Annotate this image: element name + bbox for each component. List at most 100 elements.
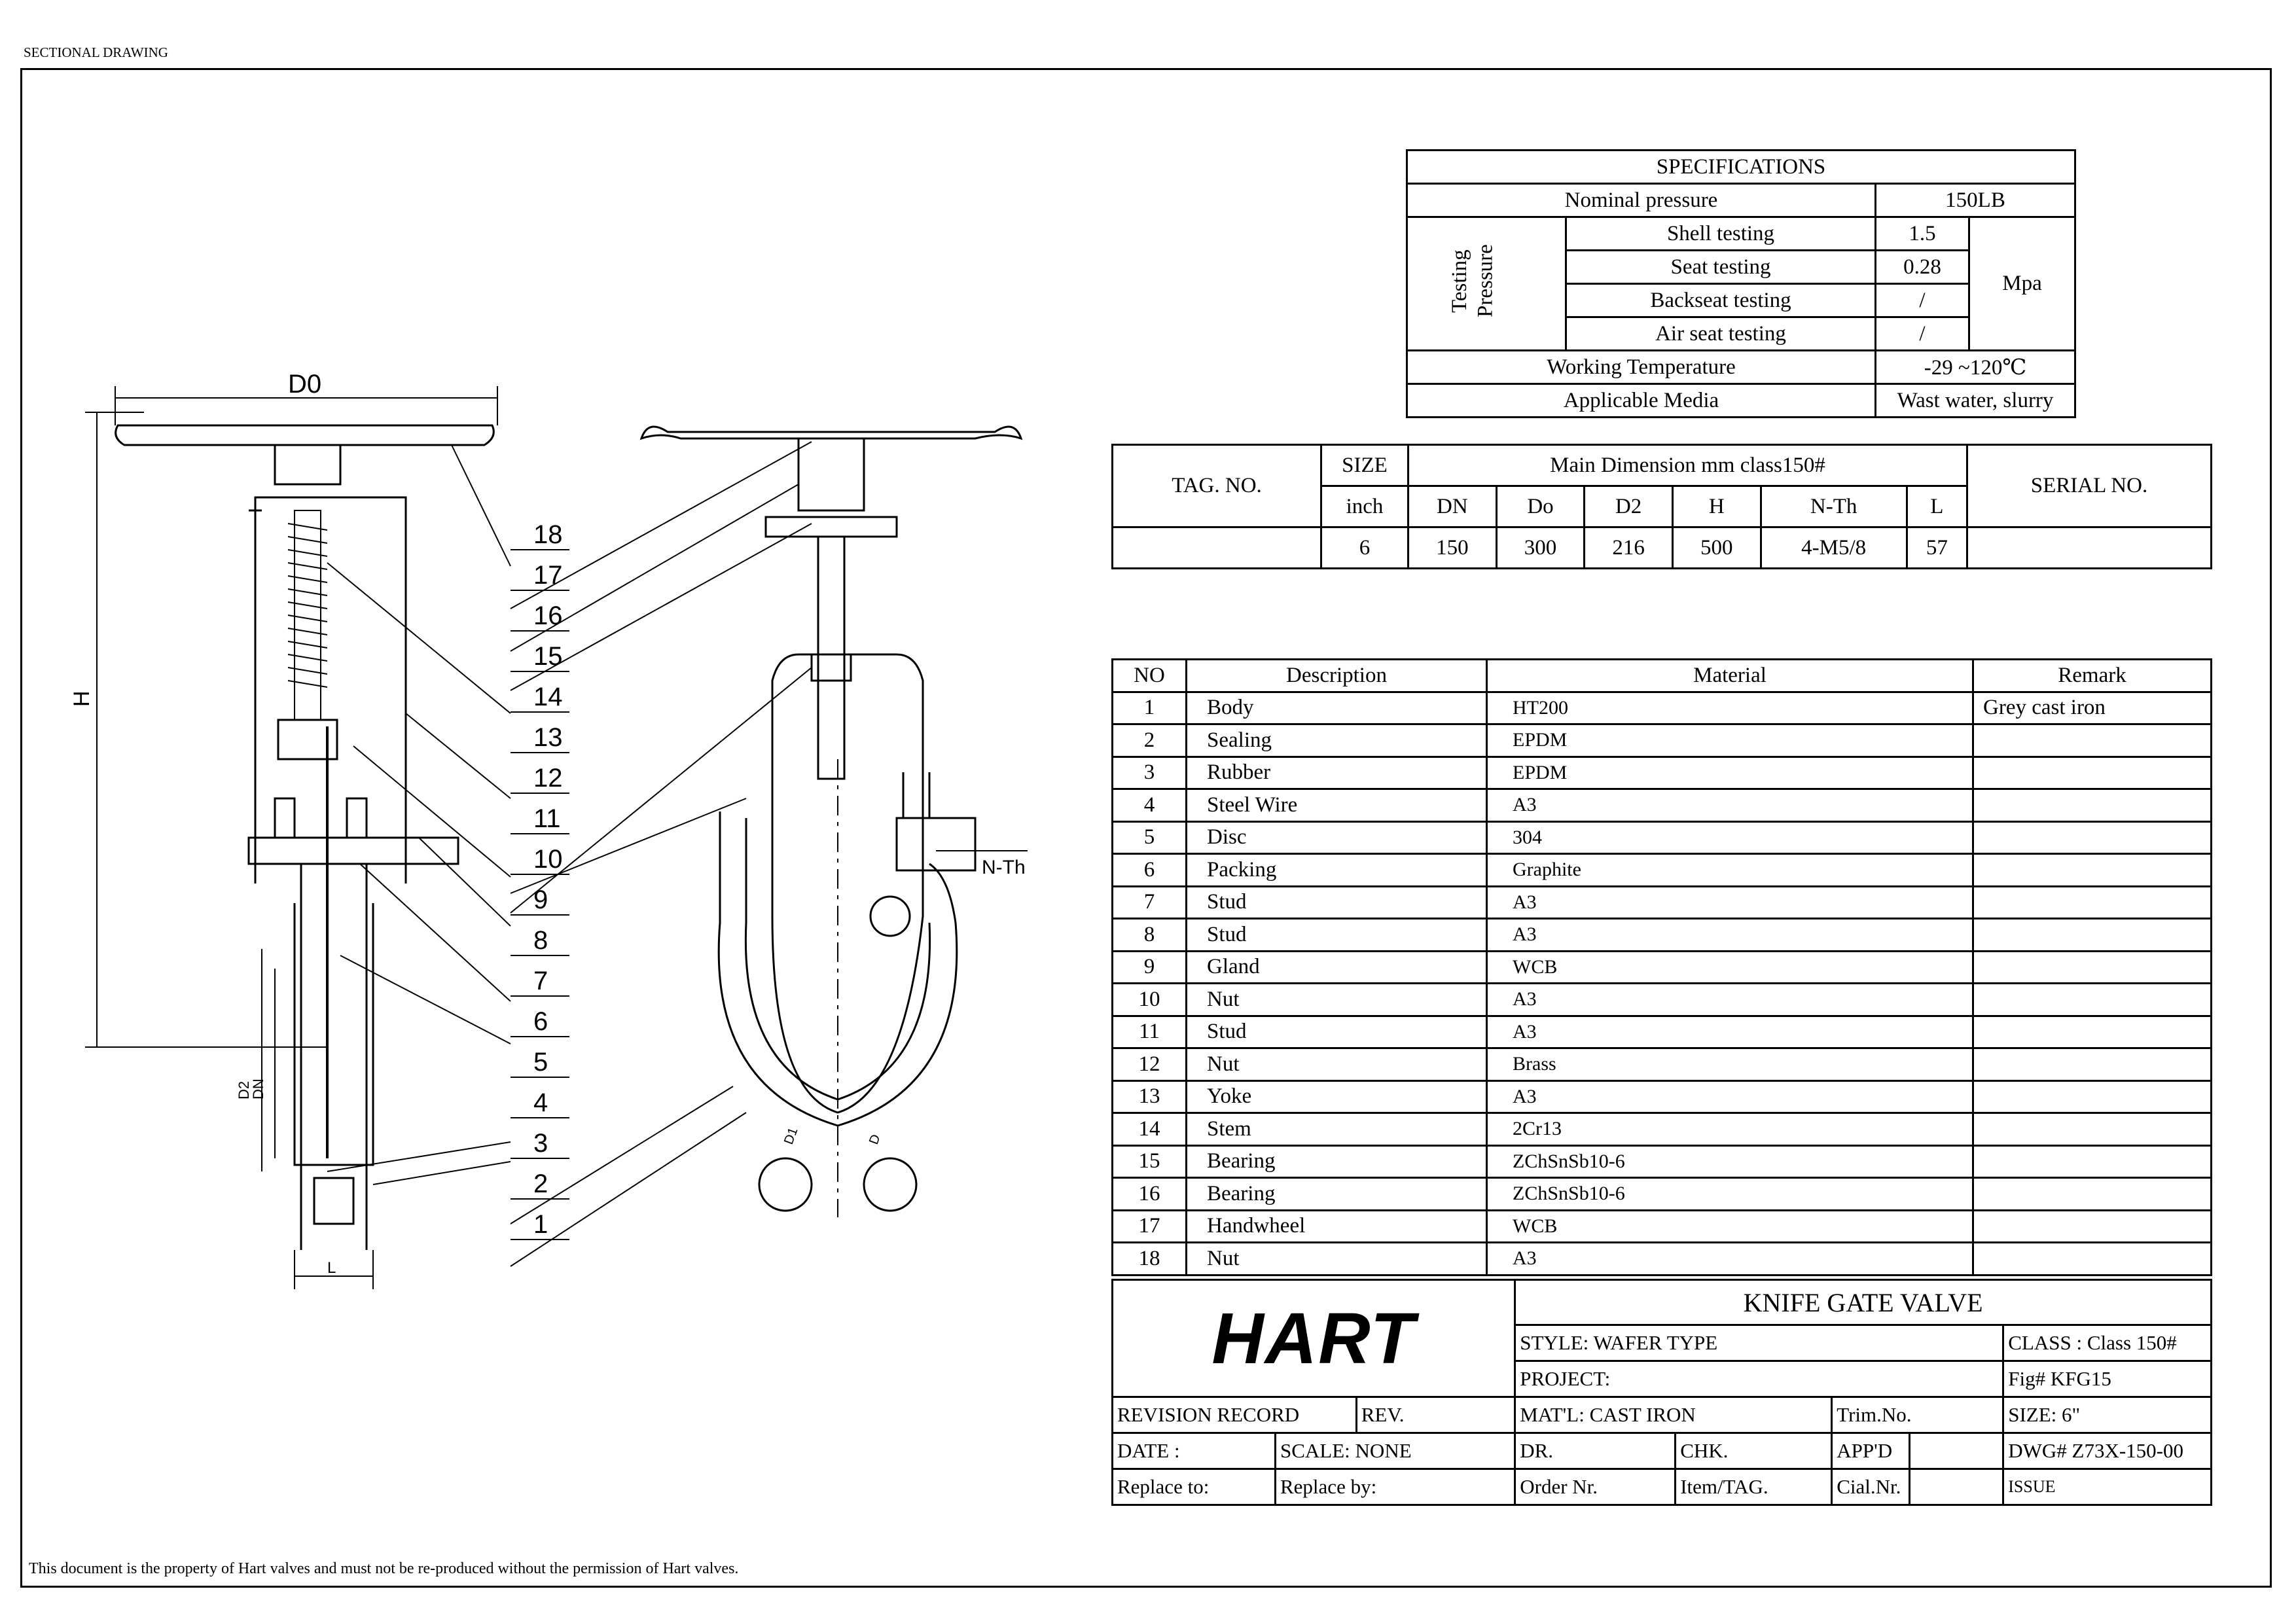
cial-nr-field: Cial.Nr. — [1831, 1468, 1911, 1506]
do-header: Do — [1495, 485, 1586, 528]
bom-no: 18 — [1111, 1241, 1187, 1276]
spec-title: SPECIFICATIONS — [1406, 149, 2076, 185]
balloon-10: 10 — [533, 845, 563, 874]
balloon-12: 12 — [533, 764, 563, 793]
tag-no-header: TAG. NO. — [1111, 444, 1322, 528]
balloon-4: 4 — [533, 1088, 548, 1117]
bom-header-no: NO — [1111, 658, 1187, 693]
bom-no: 10 — [1111, 982, 1187, 1017]
testing-pressure-label: Testing Pressure — [1448, 244, 1498, 317]
bom-no: 8 — [1111, 918, 1187, 952]
balloon-9: 9 — [533, 885, 548, 914]
style-field: STYLE: WAFER TYPE — [1514, 1324, 2005, 1362]
working-temp-value: -29 ~120℃ — [1874, 349, 2076, 385]
bom-remark — [1972, 1241, 2212, 1276]
bom-remark — [1972, 820, 2212, 855]
size-header: SIZE — [1320, 444, 1409, 487]
issue-field: ISSUE — [2002, 1468, 2212, 1506]
fig-field: Fig# KFG15 — [2002, 1360, 2212, 1398]
drawing-frame — [20, 68, 2272, 1588]
dwg-field: DWG# Z73X-150-00 — [2002, 1432, 2212, 1470]
bom-description: Stud — [1185, 918, 1488, 952]
air-seat-testing-label: Air seat testing — [1565, 316, 1876, 351]
bom-no: 9 — [1111, 950, 1187, 984]
d2-header: D2 — [1583, 485, 1674, 528]
bom-material: A3 — [1486, 1241, 1974, 1276]
bom-description: Steel Wire — [1185, 788, 1488, 823]
air-seat-testing-value: / — [1874, 316, 1970, 351]
bom-material: Graphite — [1486, 853, 1974, 887]
bom-remark — [1972, 1209, 2212, 1243]
dim-d-label: D — [867, 1133, 884, 1147]
bom-description: Nut — [1185, 982, 1488, 1017]
bom-description: Rubber — [1185, 755, 1488, 790]
bom-header-remark: Remark — [1972, 658, 2212, 693]
replace-to-field: Replace to: — [1111, 1468, 1276, 1506]
bom-description: Packing — [1185, 853, 1488, 887]
dr-field: DR. — [1514, 1432, 1677, 1470]
bom-description: Disc — [1185, 820, 1488, 855]
bom-material: WCB — [1486, 950, 1974, 984]
bom-remark — [1972, 1112, 2212, 1147]
scale-field: SCALE: NONE — [1274, 1432, 1516, 1470]
bom-no: 13 — [1111, 1079, 1187, 1114]
d2-value: 216 — [1583, 526, 1674, 569]
testing-pressure-cell: Testing Pressure — [1406, 216, 1567, 351]
dn-value: 150 — [1407, 526, 1498, 569]
bom-description: Stem — [1185, 1112, 1488, 1147]
class-field: CLASS : Class 150# — [2002, 1324, 2212, 1362]
dim-d1-label: D1 — [781, 1126, 800, 1147]
bom-material: EPDM — [1486, 755, 1974, 790]
working-temp-label: Working Temperature — [1406, 349, 1876, 385]
bom-material: A3 — [1486, 788, 1974, 823]
bom-material: WCB — [1486, 1209, 1974, 1243]
bom-header-description: Description — [1185, 658, 1488, 693]
cial-nr-value — [1909, 1468, 2005, 1506]
bom-no: 15 — [1111, 1144, 1187, 1179]
drawing-type-label: SECTIONAL DRAWING — [24, 45, 168, 60]
handwheel-left — [115, 424, 495, 446]
title-block: HART KNIFE GATE VALVE STYLE: WAFER TYPE … — [1111, 1279, 2212, 1506]
balloon-3: 3 — [533, 1129, 548, 1158]
bom-material: A3 — [1486, 918, 1974, 952]
bom-remark — [1972, 853, 2212, 887]
bom-remark — [1972, 950, 2212, 984]
bom-material: Brass — [1486, 1047, 1974, 1082]
bom-description: Sealing — [1185, 723, 1488, 758]
bom-no: 3 — [1111, 755, 1187, 790]
project-field: PROJECT: — [1514, 1360, 2005, 1398]
bom-remark — [1972, 755, 2212, 790]
bom-no: 6 — [1111, 853, 1187, 887]
dim-d2-label: D2 — [236, 1081, 252, 1099]
dim-d0-label: D0 — [288, 370, 321, 399]
bom-remark — [1972, 1014, 2212, 1049]
bom-remark — [1972, 982, 2212, 1017]
bom-description: Bearing — [1185, 1144, 1488, 1179]
l-header: L — [1905, 485, 1969, 528]
seat-testing-value: 0.28 — [1874, 249, 1970, 285]
bom-material: 2Cr13 — [1486, 1112, 1974, 1147]
bom-no: 12 — [1111, 1047, 1187, 1082]
revision-record-field: REVISION RECORD — [1111, 1396, 1357, 1434]
bom-remark — [1972, 885, 2212, 919]
nth-header: N-Th — [1759, 485, 1908, 528]
rev-field: REV. — [1355, 1396, 1516, 1434]
inch-header: inch — [1320, 485, 1409, 528]
bom-material: A3 — [1486, 1014, 1974, 1049]
bom-material: ZChSnSb10-6 — [1486, 1144, 1974, 1179]
serial-no-header: SERIAL NO. — [1966, 444, 2212, 528]
balloon-8: 8 — [533, 926, 548, 955]
balloon-2: 2 — [533, 1169, 548, 1198]
media-label: Applicable Media — [1406, 383, 1876, 418]
pressure-unit: Mpa — [1968, 216, 2076, 351]
balloon-1: 1 — [533, 1210, 548, 1239]
